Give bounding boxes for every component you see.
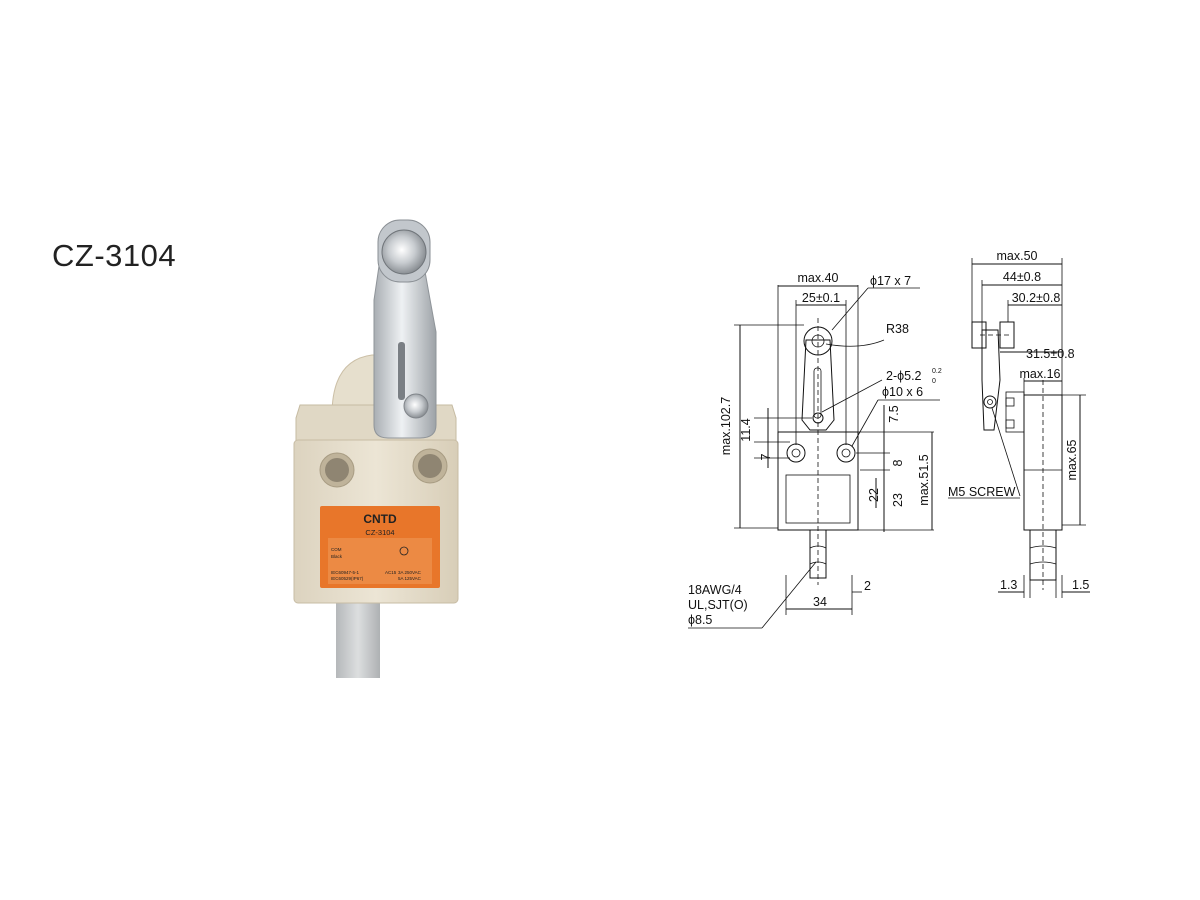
dim-mount-holes: 2-ϕ5.2: [886, 369, 922, 383]
dim-1-5: 1.5: [1072, 578, 1089, 592]
label-line: 3A 250VAC: [398, 570, 422, 575]
dim-31-5: 31.5±0.8: [1026, 347, 1075, 361]
label-line: COM: [331, 547, 342, 552]
dim-hole-pitch: 25±0.1: [802, 291, 840, 305]
dim-side-depth-max: max.16: [1020, 367, 1061, 381]
dim-side-height-max: max.65: [1065, 439, 1079, 480]
cable-spec-line-2: UL,SJT(O): [688, 598, 748, 612]
dim-7-left: 7: [759, 453, 773, 460]
lever-slot: [398, 342, 405, 400]
cable-spec-line-3: ϕ8.5: [688, 613, 712, 627]
dim-44: 44±0.8: [1003, 270, 1041, 284]
dim-2: 2: [864, 579, 871, 593]
dim-radius: R38: [886, 322, 909, 336]
roller: [381, 229, 427, 275]
label-line: 5A 125VAC: [398, 576, 422, 581]
dim-mount-holes-upper-tol: 0.2: [932, 368, 942, 375]
label-line: IEC60529(IP67): [331, 576, 364, 581]
model-title: CZ-3104: [52, 238, 177, 273]
lever-bolt: [403, 393, 429, 419]
side-view: max.50 44±0.8 30.2±0.8 31.5±0.8 max.16 m…: [948, 249, 1090, 598]
label-m5-screw: M5 SCREW: [948, 485, 1016, 499]
label-line: IEC60947-5-1: [331, 570, 360, 575]
front-hole-left: [786, 443, 806, 463]
dim-side-width-max: max.50: [997, 249, 1038, 263]
lever-arm: [373, 231, 437, 439]
dim-7-5: 7.5: [887, 405, 901, 422]
front-view: max.40 25±0.1 ϕ17 x 7 R38 2-ϕ5.2 0.2 0 ϕ…: [688, 271, 942, 629]
dim-cable-offset: 34: [813, 595, 827, 609]
front-hole-right: [836, 443, 856, 463]
label-brand: CNTD: [363, 512, 397, 526]
dim-front-width-max: max.40: [798, 271, 839, 285]
side-lever: [981, 329, 1001, 431]
dim-mount-holes-lower-tol: 0: [932, 378, 936, 385]
label-model: CZ-3104: [365, 528, 394, 537]
dim-22: 22: [867, 488, 881, 502]
dim-30-2: 30.2±0.8: [1012, 291, 1061, 305]
dim-11-4: 11.4: [739, 418, 753, 441]
front-cable: [809, 529, 827, 579]
ground-icon: [399, 546, 409, 556]
dim-8: 8: [891, 459, 905, 466]
dim-23: 23: [891, 493, 905, 507]
label-line: Black: [331, 554, 343, 559]
dim-boss: ϕ10 x 6: [882, 385, 923, 399]
cable: [336, 600, 380, 678]
dim-body-height-max: max.51.5: [917, 454, 931, 505]
dim-1-3: 1.3: [1000, 578, 1017, 592]
dim-roller: ϕ17 x 7: [870, 274, 911, 288]
front-lever: [801, 339, 835, 431]
dim-front-height-max: max.102.7: [719, 397, 733, 455]
mount-hole-right-inner: [418, 454, 442, 478]
cable-spec-line-1: 18AWG/4: [688, 583, 742, 597]
mount-hole-left-inner: [325, 458, 349, 482]
label-line: AC15: [385, 570, 397, 575]
